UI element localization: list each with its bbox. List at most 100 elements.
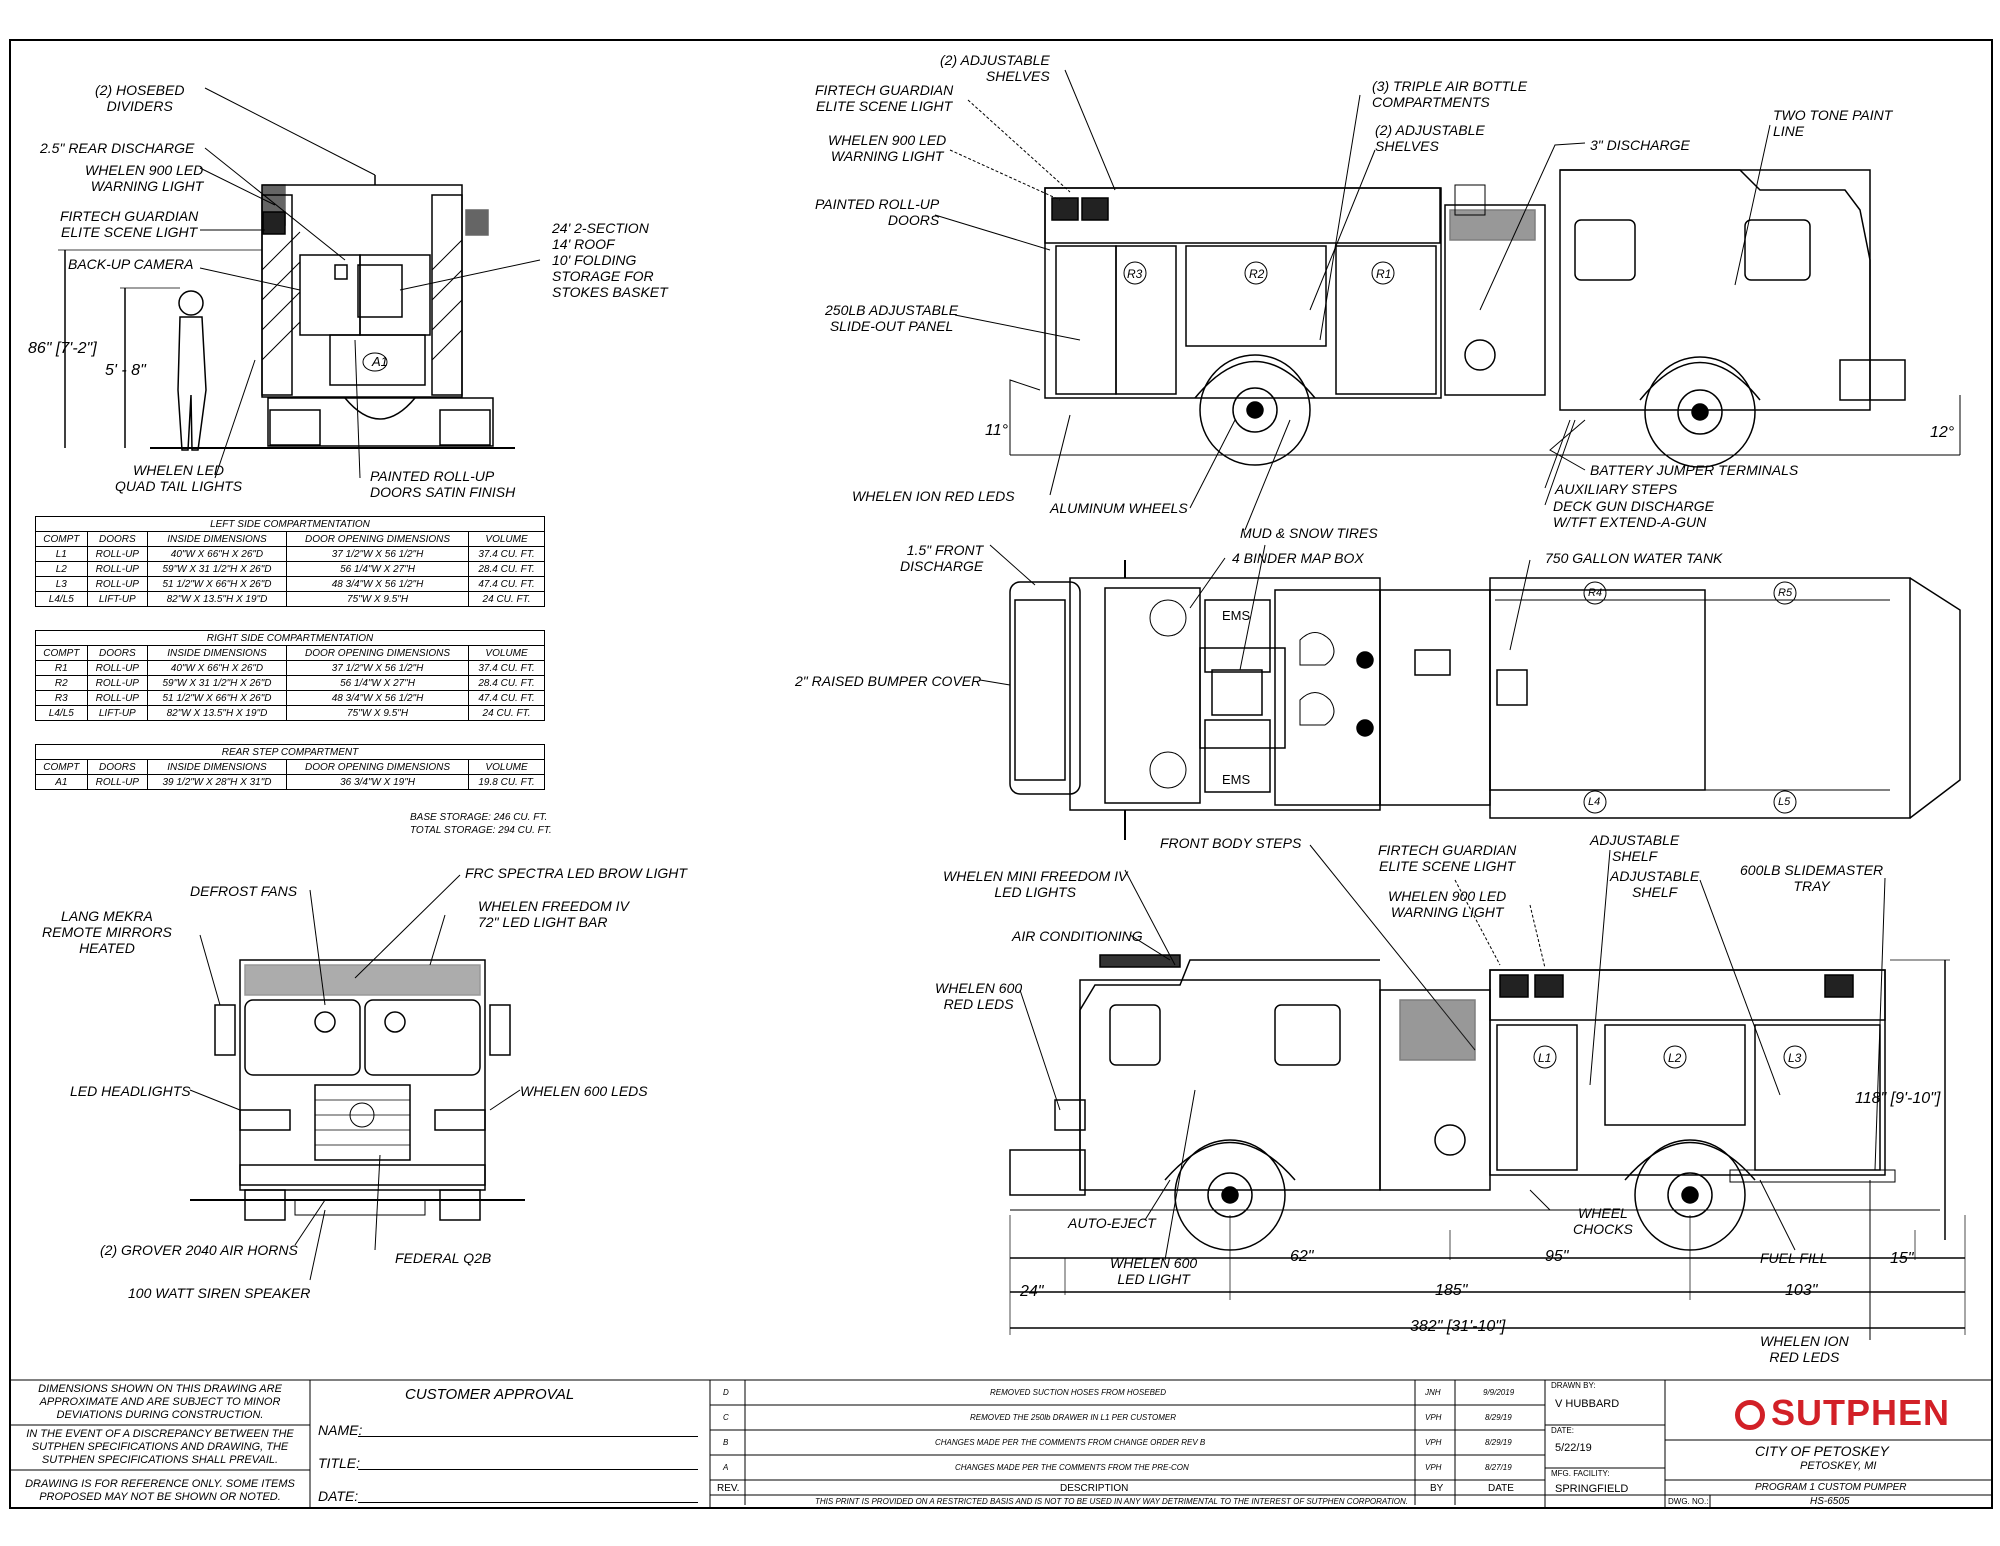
callout-slidemaster-tray: 600lb SLIDEMASTER TRAY [1740,862,1884,894]
cell: 37.4 CU. FT. [468,660,545,676]
callout-front-discharge: 1.5" FRONT DISCHARGE [900,542,984,574]
rev-b-date: 8/29/19 [1485,1438,1512,1447]
dwg-number-label: DWG. NO.: [1668,1497,1709,1506]
cell: ROLL-UP [86,774,148,790]
callout-freedom-iv: WHELEN FREEDOM IV 72" LED LIGHT BAR [478,898,629,930]
description-header: DESCRIPTION [1060,1483,1129,1494]
dim-24: 24" [1020,1283,1044,1300]
cell: L1 [35,546,88,562]
col-header: INSIDE DIMENSIONS [146,645,287,661]
tag-l1: L1 [1538,1051,1552,1065]
table-title: REAR STEP COMPARTMENT [35,744,545,760]
cell: R1 [35,660,88,676]
mfg-facility-value: SPRINGFIELD [1555,1483,1629,1495]
col-header: COMPT [35,645,88,661]
col-header: DOOR OPENING DIMENSIONS [285,645,470,661]
disclaimer-reference: DRAWING IS FOR REFERENCE ONLY. SOME ITEM… [25,1478,295,1503]
col-header: VOLUME [468,645,545,661]
rev-b-desc: CHANGES MADE PER THE COMMENTS FROM CHANG… [935,1438,1206,1447]
rev-a-date: 8/27/19 [1485,1463,1512,1472]
cell: 59"W X 31 1/2"H X 26"D [146,561,287,577]
rev-c-date: 8/29/19 [1485,1413,1512,1422]
drawn-by-label: DRAWN BY: [1551,1381,1596,1390]
rev-a-desc: CHANGES MADE PER THE COMMENTS FROM THE P… [955,1463,1189,1472]
base-storage: BASE STORAGE: 246 CU. FT. [410,812,548,823]
cell: L4/L5 [35,705,88,721]
cell: R2 [35,675,88,691]
callout-rear-warning-light: WHELEN 900 LED WARNING LIGHT [85,162,204,194]
rev-d-desc: REMOVED SUCTION HOSES FROM HOSEBED [990,1388,1167,1397]
rev-a-by: VPH [1425,1463,1442,1472]
col-header: VOLUME [468,531,545,547]
left-compartment-table: LEFT SIDE COMPARTMENTATION COMPT DOORS I… [35,516,545,607]
date-header: DATE [1488,1483,1514,1494]
cell: 37 1/2"W X 56 1/2"H [285,546,470,562]
callout-whelen-ion-top: WHELEN ION RED LEDS [852,488,1015,504]
by-header: BY [1430,1483,1444,1494]
cell: 48 3/4"W X 56 1/2"H [285,576,470,592]
callout-stokes-storage: 24' 2-SECTION 14' ROOF 10' FOLDING STORA… [552,220,668,300]
disclaimer-dimensions: DIMENSIONS SHOWN ON THIS DRAWING ARE APP… [38,1383,282,1421]
callout-binder-box: 4 BINDER MAP BOX [1232,550,1364,566]
callout-adjustable-shelves-top: (2) ADJUSTABLE SHELVES [940,52,1050,84]
cell: 75"W X 9.5"H [285,591,470,607]
callout-frc-spectra: FRC SPECTRA LED BROW LIGHT [465,865,687,881]
callout-defrost-fans: DEFROST FANS [190,883,298,899]
callout-tail-lights: WHELEN LED QUAD TAIL LIGHTS [115,462,243,494]
dim-overall-length: 382" [31'-10"] [1410,1318,1506,1335]
cell: 82"W X 13.5"H X 19"D [146,705,287,721]
dim-rear-height: 86" [7'-2"] [28,340,97,357]
dim-angle-left: 11° [985,422,1009,439]
callout-adjustable-shelf-2: ADJUSTABLE SHELF [1610,868,1700,900]
dim-15: 15" [1890,1250,1914,1267]
table-title: LEFT SIDE COMPARTMENTATION [35,516,545,532]
callout-battery-terminals: BATTERY JUMPER TERMINALS [1590,462,1799,478]
date-line [358,1502,698,1503]
front-view-drawing [189,874,525,1281]
date-label: DATE: [1551,1426,1574,1435]
total-storage: TOTAL STORAGE: 294 CU. FT. [410,825,552,836]
cell: A1 [35,774,88,790]
rev-c-desc: REMOVED THE 250lb DRAWER IN L1 PER CUSTO… [970,1413,1176,1422]
callout-bumper-cover: 2" RAISED BUMPER COVER [795,673,982,689]
rev-a-letter: A [723,1463,729,1472]
cell: 36 3/4"W X 19"H [285,774,470,790]
title-block-frame [9,1379,1993,1509]
dim-angle-right: 12° [1930,424,1955,441]
col-header: COMPT [35,531,88,547]
cell: ROLL-UP [86,660,148,676]
callout-side-warning-light: WHELEN 900 LED WARNING LIGHT [828,132,947,164]
callout-whelen-ion-bottom: WHELEN ION RED LEDS [1760,1333,1849,1365]
table-title: RIGHT SIDE COMPARTMENTATION [35,630,545,646]
callout-rear-scene-light: FIRTECH GUARDIAN ELITE SCENE LIGHT [60,208,199,240]
customer-approval-heading: CUSTOMER APPROVAL [405,1386,575,1403]
cell: L3 [35,576,88,592]
callout-mud-snow-tires: MUD & SNOW TIRES [1240,525,1378,541]
dim-side-height: 118" [9'-10"] [1855,1090,1941,1107]
cell: 39 1/2"W X 28"H X 31"D [146,774,287,790]
sutphen-logo: SUTPHEN [1735,1392,1950,1434]
col-header: INSIDE DIMENSIONS [146,531,287,547]
cell: 24 CU. FT. [468,591,545,607]
program-name: PROGRAM 1 CUSTOM PUMPER [1755,1482,1907,1493]
tag-l3: L3 [1788,1051,1802,1065]
cell: 47.4 CU. FT. [468,576,545,592]
dim-103: 103" [1785,1282,1818,1299]
sutphen-logo-mark [1735,1400,1765,1431]
tag-r1: R1 [1376,267,1392,281]
cell: 19.8 CU. FT. [468,774,545,790]
date-value: 5/22/19 [1555,1442,1592,1454]
dim-185: 185" [1435,1282,1468,1299]
cell: 37.4 CU. FT. [468,546,545,562]
callout-deck-gun: DECK GUN DISCHARGE W/TFT EXTEND-A-GUN [1553,498,1715,530]
label-ems-2: EMS [1222,772,1251,787]
cell: R3 [35,690,88,706]
callout-led-headlights: LED HEADLIGHTS [70,1083,191,1099]
disclaimer-discrepancy: IN THE EVENT OF A DISCREPANCY BETWEEN TH… [26,1428,294,1466]
